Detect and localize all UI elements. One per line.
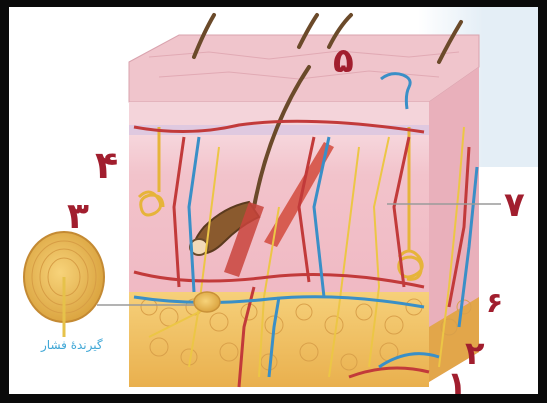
pressure-receptor-enlarged bbox=[24, 232, 104, 337]
marker-1: ۱ bbox=[447, 367, 467, 399]
marker-2: ۲ bbox=[465, 337, 485, 369]
pacinian-corpuscle-small bbox=[194, 292, 220, 312]
marker-5: ۵ bbox=[333, 44, 354, 78]
marker-7: ۷ bbox=[504, 188, 525, 222]
skin-top-surface bbox=[129, 35, 479, 102]
marker-4: ۴ bbox=[95, 146, 118, 184]
receptor-caption: گیرندهٔ فشار bbox=[41, 338, 103, 352]
marker-3: ۳ bbox=[67, 199, 89, 235]
marker-6: ۶ bbox=[486, 289, 503, 317]
